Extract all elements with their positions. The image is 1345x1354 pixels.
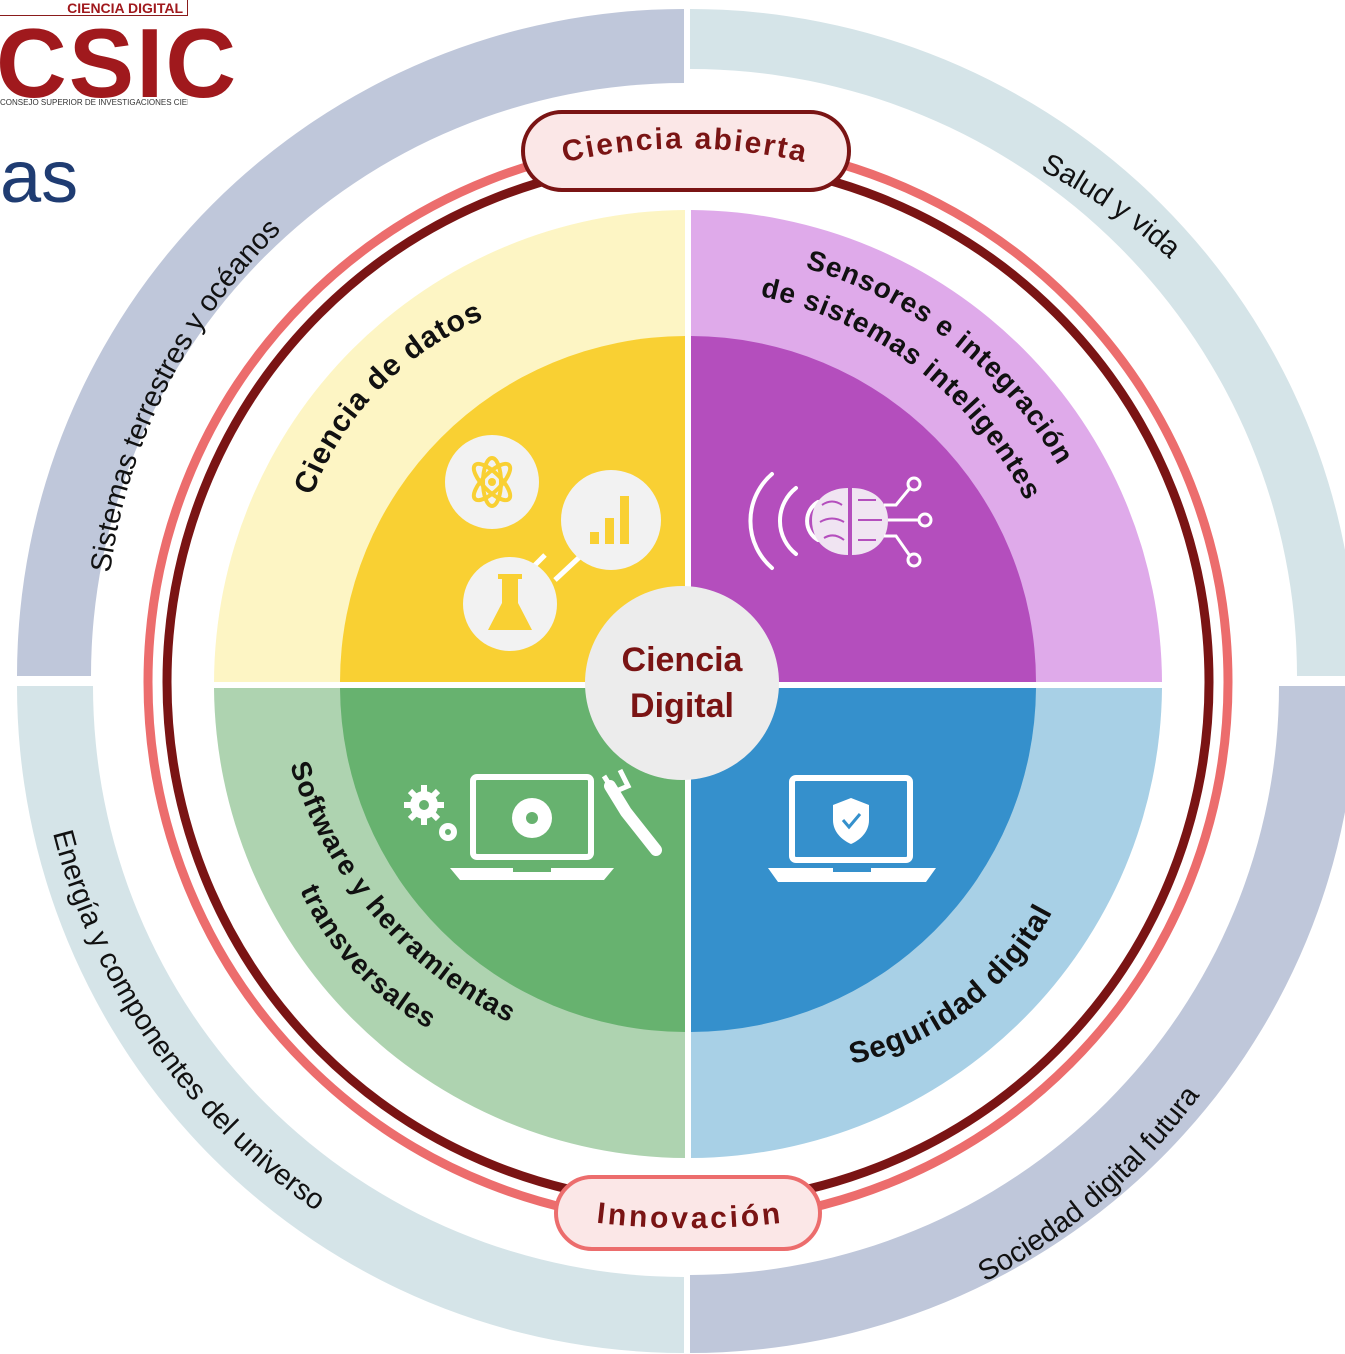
- wireless-signal-icon: [748, 472, 820, 570]
- sensors-icons: [748, 472, 933, 570]
- outer-segment-top-left: [17, 9, 684, 676]
- center-label-line2: Digital: [630, 687, 734, 725]
- outer-segment-bottom-left: [17, 686, 684, 1353]
- flask-icon: [463, 557, 557, 651]
- slide-title-fragment: as: [0, 135, 79, 218]
- data-science-icons: [445, 435, 661, 651]
- outer-segment-top-right: [690, 9, 1345, 676]
- outer-ring: [17, 9, 1345, 1353]
- pill-ciencia-abierta: [521, 110, 851, 192]
- svg-text:Innovación: Innovación: [595, 1197, 784, 1235]
- wrench-icon: [601, 768, 662, 856]
- atom-icon: [445, 435, 539, 529]
- software-icons: [404, 768, 662, 880]
- bar-chart-icon: [561, 470, 661, 570]
- csic-logo: CSIC: [0, 8, 239, 118]
- pill-innovacion: [554, 1175, 822, 1251]
- brain-chip-icon: [812, 476, 933, 568]
- laptop-shield-icon: [768, 775, 936, 882]
- logo-top-text: CIENCIA DIGITAL: [0, 0, 188, 16]
- gears-icon: [404, 785, 457, 841]
- logo-subtitle: CONSEJO SUPERIOR DE INVESTIGACIONES CIEN…: [0, 98, 188, 107]
- center-label-line1: Ciencia: [622, 641, 744, 679]
- outer-segment-bottom-right: [690, 686, 1345, 1353]
- pill-label-innovacion: Innovación: [595, 1197, 781, 1235]
- center-circle: [585, 586, 779, 780]
- laptop-disc-icon: [450, 774, 614, 880]
- security-icons: [768, 775, 936, 882]
